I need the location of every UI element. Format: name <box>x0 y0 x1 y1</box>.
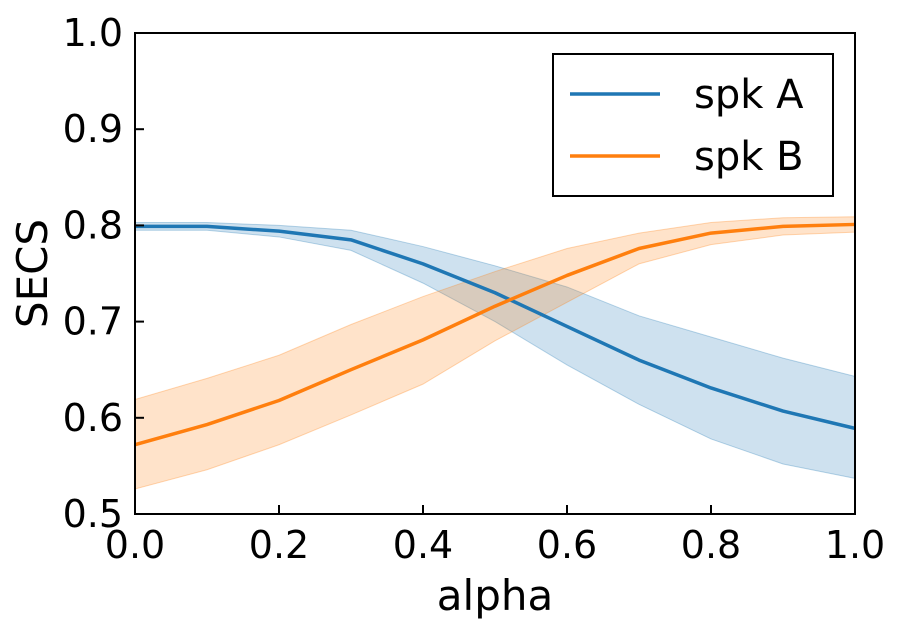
x-tick-label: 0.4 <box>393 523 453 567</box>
legend-box <box>552 53 834 197</box>
y-tick-label: 0.9 <box>63 107 123 151</box>
y-axis: 0.5 0.6 0.7 0.8 0.9 1.0 <box>63 11 144 536</box>
x-tick-label: 0.8 <box>681 523 741 567</box>
line-spk-b <box>134 222 856 447</box>
x-axis-title: alpha <box>437 571 553 620</box>
x-tick-label: 0.0 <box>105 523 165 567</box>
x-axis: 0.0 0.2 0.4 0.6 0.8 1.0 <box>105 505 885 567</box>
y-tick-label: 0.5 <box>63 492 123 536</box>
y-tick-label: 0.6 <box>63 396 123 440</box>
legend-label-spk-a: spk A <box>694 72 804 118</box>
y-tick-label: 0.7 <box>63 300 123 344</box>
y-tick-label: 0.8 <box>63 203 123 247</box>
series-lines <box>134 222 856 447</box>
legend-label-spk-b: spk B <box>694 134 804 180</box>
plot-frame <box>134 32 856 515</box>
x-tick-label: 0.2 <box>249 523 309 567</box>
y-axis-title: SECS <box>8 219 57 328</box>
x-tick-label: 1.0 <box>825 523 885 567</box>
x-tick-label: 0.6 <box>537 523 597 567</box>
y-tick-label: 1.0 <box>63 11 123 55</box>
confidence-bands <box>134 216 856 490</box>
legend: spk A spk B <box>552 53 834 197</box>
line-spk-a <box>135 224 856 431</box>
